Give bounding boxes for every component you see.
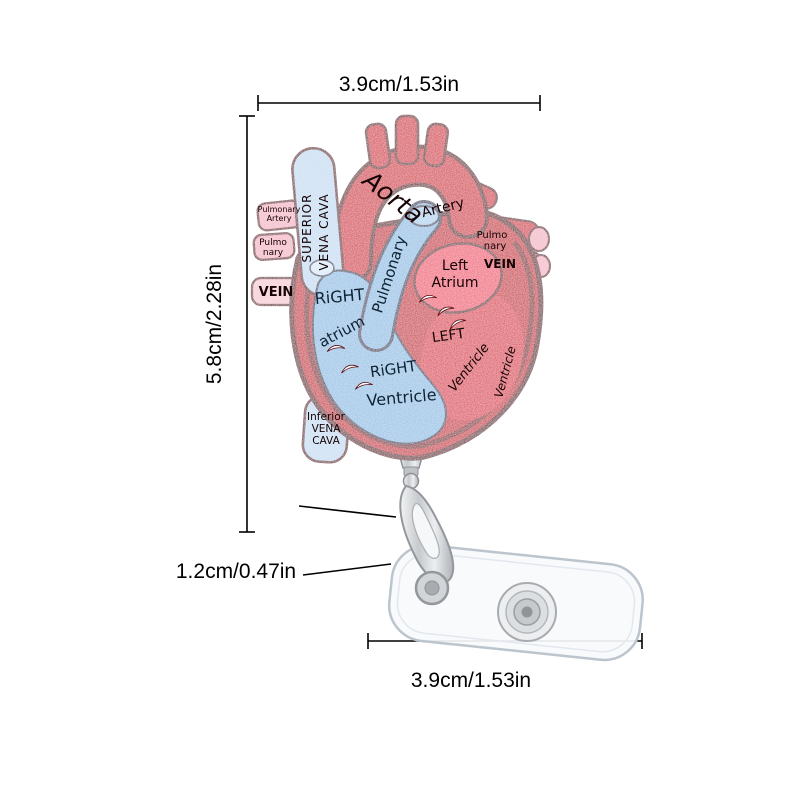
label-pulmonary-artery-1: Pulmonary (258, 205, 301, 214)
label-left-ventricle-1: LEFT (431, 326, 466, 346)
blue-chambers (311, 269, 447, 445)
strap-rivet (414, 570, 450, 606)
left-atrium-region (413, 242, 503, 314)
label-vein-left: VEIN (259, 285, 294, 300)
dimension-top (257, 95, 541, 111)
label-vena-cava: VENA CAVA (317, 193, 331, 270)
label-inferior-vena: VENA (312, 423, 342, 435)
label-pulmo-left-2: nary (263, 248, 284, 258)
label-pulmo-right-2: nary (484, 241, 507, 252)
dim-strap-width-label: 3.9cm/1.53in (411, 669, 531, 692)
dim-heart-width-label: 3.9cm/1.53in (339, 73, 459, 96)
heart-shapes (250, 114, 551, 464)
label-inferior: Inferior (307, 411, 346, 423)
heart-inner-wall (304, 240, 535, 449)
label-right-atrium-1: RiGHT (314, 285, 365, 308)
dim-heart-height-label: 5.8cm/2.28in (203, 264, 226, 384)
label-pulmo-left-1: Pulmo (259, 238, 287, 248)
badge-reel (387, 449, 644, 662)
label-left: Left (442, 258, 469, 274)
label-vein-right: VEIN (484, 257, 516, 271)
snap-button (497, 582, 557, 642)
heart-illustration: Aorta SUPERIOR VENA CAVA Pulmonary Arter… (250, 114, 551, 464)
label-pulmo-right-1: Pulmo (477, 230, 508, 241)
dim-leader-lower (302, 563, 392, 576)
label-pulmonary-artery-2: Artery (267, 214, 292, 223)
dim-reel-section-label: 1.2cm/0.47in (176, 560, 296, 583)
dim-leader-upper (298, 505, 397, 518)
label-superior: SUPERIOR (300, 194, 314, 263)
dimension-left (239, 115, 255, 533)
left-stub-pulmonary (252, 232, 296, 261)
label-atrium: Atrium (432, 275, 479, 291)
dimension-reel (298, 505, 397, 576)
left-ventricle-region (420, 291, 524, 421)
label-inferior-cava: CAVA (312, 435, 340, 447)
